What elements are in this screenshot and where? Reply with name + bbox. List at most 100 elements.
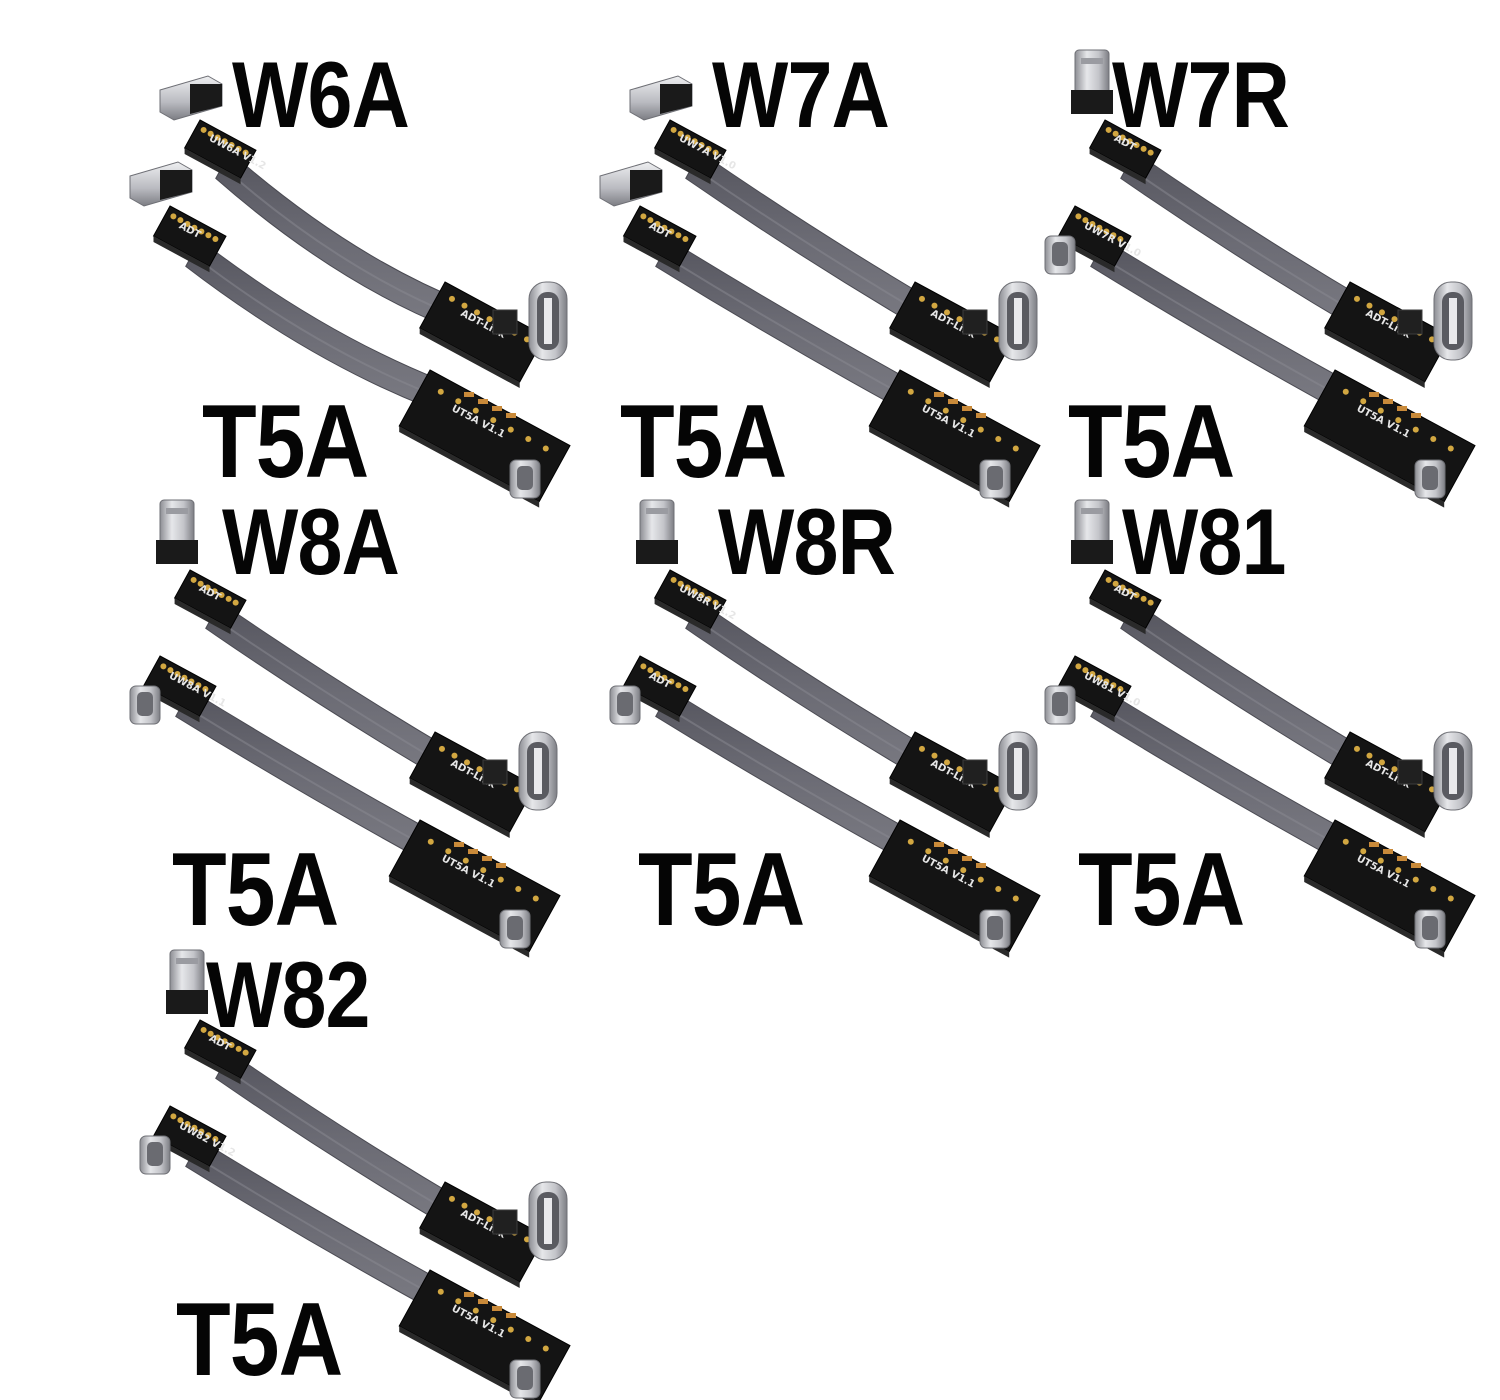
lower-left-board-pad	[174, 670, 181, 677]
typec-board-edge	[419, 1228, 520, 1288]
t5a-board	[398, 369, 571, 503]
upper-microb-connector-housing	[156, 540, 198, 564]
lower-left-board-pad	[167, 667, 174, 674]
t5a-component	[492, 1306, 502, 1311]
upper-microb-board-edge	[1089, 148, 1146, 185]
t5a-board-pad	[455, 1298, 462, 1305]
product-label-t5a-3: T5A	[1068, 384, 1235, 500]
t5a-board-pad	[1412, 876, 1419, 883]
product-label-t5a-1: T5A	[202, 384, 369, 500]
t5a-board-pad	[942, 857, 949, 864]
typec-board-pad	[448, 1195, 455, 1202]
upper-microb-board-pad	[1112, 580, 1119, 587]
t5a-board-pad	[1447, 895, 1454, 902]
t5a-board-edge	[399, 1326, 537, 1400]
upper-microb-board-pad	[691, 588, 698, 595]
lower-left-board-pad	[195, 682, 202, 689]
lower-ribbon-sheen	[1096, 253, 1338, 396]
lower-left-board-pad	[160, 663, 167, 670]
lower-ribbon-sheen	[1096, 703, 1338, 846]
t5a-board-pad	[942, 407, 949, 414]
lower-left-board-pad	[198, 228, 205, 235]
lower-microb-connector-housing	[630, 170, 662, 200]
product-label-w8r: W8R	[718, 489, 896, 594]
typec-board-pad	[486, 316, 493, 323]
product-label-t5a-4: T5A	[172, 832, 339, 948]
t5a-component	[1397, 856, 1407, 861]
lower-left-board-pad	[202, 686, 209, 693]
lower-left-board-pad	[170, 1113, 177, 1120]
upper-microb-board-pad	[218, 592, 225, 599]
lower-ribbon-sheen	[181, 703, 423, 846]
t5a-board-pad	[960, 417, 967, 424]
upper-microb-board-pad	[698, 592, 705, 599]
upper-microb-board-pad	[207, 1030, 214, 1037]
t5a-component	[478, 399, 488, 404]
lower-left-board-pad	[1096, 674, 1103, 681]
t5a-board	[1303, 819, 1476, 953]
lower-left-board-pad	[1089, 670, 1096, 677]
t5a-board-edge	[1304, 876, 1445, 958]
lower-left-board-pad	[1075, 663, 1082, 670]
t5a-component	[1369, 842, 1379, 847]
lower-left-board-pad	[170, 213, 177, 220]
lower-left-board-pad	[1110, 682, 1117, 689]
typec-board-pad	[476, 766, 483, 773]
t5a-board-pad	[515, 886, 522, 893]
upper-microb-board-pad	[670, 576, 677, 583]
typec-connector-tongue	[544, 298, 552, 344]
typec-board-pad	[1428, 336, 1435, 343]
upper-microb-board-pad	[1147, 149, 1154, 156]
t5a-board	[398, 1269, 571, 1400]
t5a-board-pad	[995, 436, 1002, 443]
lower-microb-connector-housing	[160, 170, 192, 200]
upper-microb-board-pad	[200, 1026, 207, 1033]
t5a-board-pad	[960, 867, 967, 874]
t5a-board-pad	[1430, 436, 1437, 443]
upper-ribbon-sheen	[1126, 165, 1363, 318]
lower-left-board-pad	[191, 1124, 198, 1131]
t5a-board-edge	[1304, 426, 1445, 508]
lower-left-board-pad	[1103, 228, 1110, 235]
lower-left-board-pad	[1075, 213, 1082, 220]
typec-chip	[962, 759, 988, 785]
upper-microb-board-pad	[190, 576, 197, 583]
t5a-board-pad	[1012, 445, 1019, 452]
t5a-board-edge	[399, 426, 540, 508]
upper-microb-board-pad	[197, 580, 204, 587]
lower-connector-port	[617, 692, 633, 716]
typec-chip	[492, 309, 518, 335]
upper-microb-board-pad	[1126, 138, 1133, 145]
t5a-board	[868, 819, 1041, 953]
t5a-board-pad	[1395, 417, 1402, 424]
upper-microb-board-edge	[174, 598, 231, 635]
t5a-typec-connector-port	[1422, 916, 1438, 940]
upper-microb-board-pad	[705, 595, 712, 602]
t5a-board-pad	[925, 848, 932, 855]
typec-board-pad	[486, 1216, 493, 1223]
upper-microb-board-pad	[204, 584, 211, 591]
t5a-board-pad	[472, 407, 479, 414]
upper-microb-board-pad	[235, 1045, 242, 1052]
t5a-board-pad	[525, 436, 532, 443]
t5a-board-pad	[1377, 407, 1384, 414]
t5a-board-pad	[490, 1317, 497, 1324]
product-label-t5a-2: T5A	[620, 384, 787, 500]
t5a-board	[1303, 369, 1476, 503]
lower-left-board-pad	[675, 682, 682, 689]
t5a-component	[478, 1299, 488, 1304]
t5a-component	[1411, 413, 1421, 418]
upper-microb-connector-slot	[646, 508, 668, 514]
lower-left-board-pad	[198, 1128, 205, 1135]
t5a-board	[868, 369, 1041, 503]
t5a-board-pad	[455, 398, 462, 405]
typec-board-pad	[931, 752, 938, 759]
upper-microb-connector-housing	[660, 84, 692, 114]
t5a-component	[464, 392, 474, 397]
lower-left-board-pad	[184, 220, 191, 227]
upper-ribbon-sheen	[211, 615, 448, 768]
lower-left-board-pad	[205, 1132, 212, 1139]
t5a-component	[976, 863, 986, 868]
